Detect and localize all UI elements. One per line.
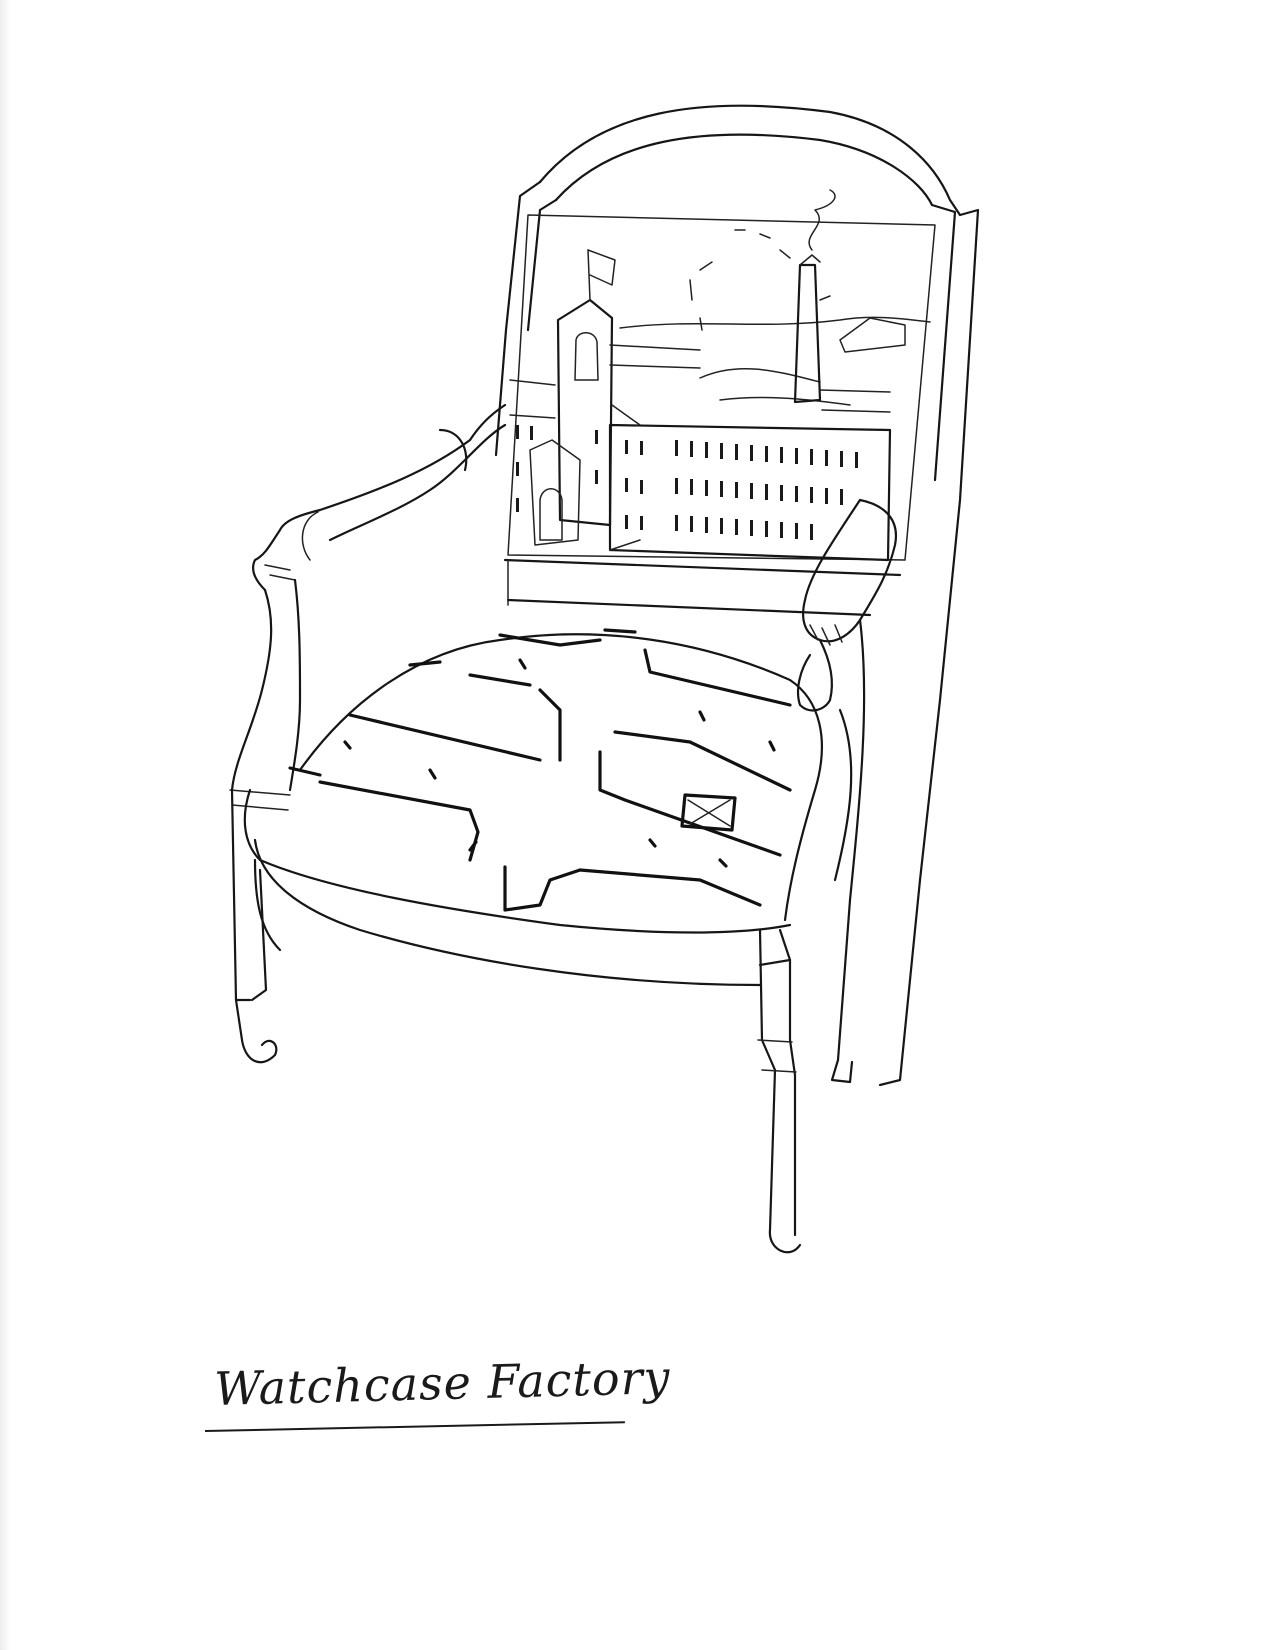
seat-frame-and-legs <box>232 790 852 1252</box>
seat-cushion <box>245 630 822 985</box>
chair-back-frame <box>496 106 978 1085</box>
page-edge-shadow <box>0 0 10 1650</box>
factory-scene <box>510 190 930 560</box>
left-armrest <box>230 405 505 810</box>
drawing-caption: Watchcase Factory <box>213 1350 672 1416</box>
right-armrest <box>798 500 896 1060</box>
